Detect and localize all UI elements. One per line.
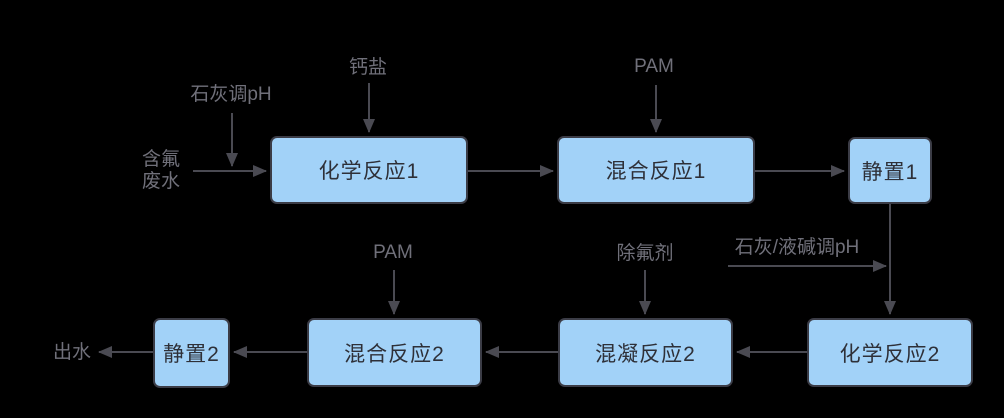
node-mixing-reaction-1: 混合反应1 (557, 136, 755, 204)
node-label: 化学反应1 (318, 160, 420, 183)
node-label: 混合反应2 (344, 342, 445, 366)
label-effluent: 出水 (52, 342, 92, 364)
label-lime-ph-adjust: 石灰调pH (190, 84, 272, 106)
node-coagulation-reaction-2: 混凝反应2 (558, 318, 733, 387)
node-label: 静置1 (861, 160, 919, 184)
label-calcium-salt: 钙盐 (348, 57, 388, 79)
label-defluorination-agent: 除氟剂 (616, 243, 674, 265)
node-mixing-reaction-2: 混合反应2 (307, 318, 482, 387)
node-label: 静置2 (163, 343, 220, 366)
node-label: 化学反应2 (839, 342, 941, 366)
node-settling-2: 静置2 (153, 318, 230, 388)
label-fluoride-wastewater: 含氟 废水 (141, 149, 181, 192)
label-lime-caustic-ph-adjust: 石灰/液碱调pH (734, 237, 860, 259)
label-pam-bottom: PAM (373, 242, 413, 264)
node-label: 混凝反应2 (595, 342, 696, 366)
node-settling-1: 静置1 (848, 137, 932, 204)
node-chemical-reaction-1: 化学反应1 (270, 136, 468, 204)
label-pam-top: PAM (634, 56, 674, 78)
node-chemical-reaction-2: 化学反应2 (807, 318, 973, 387)
node-label: 混合反应1 (605, 160, 707, 183)
